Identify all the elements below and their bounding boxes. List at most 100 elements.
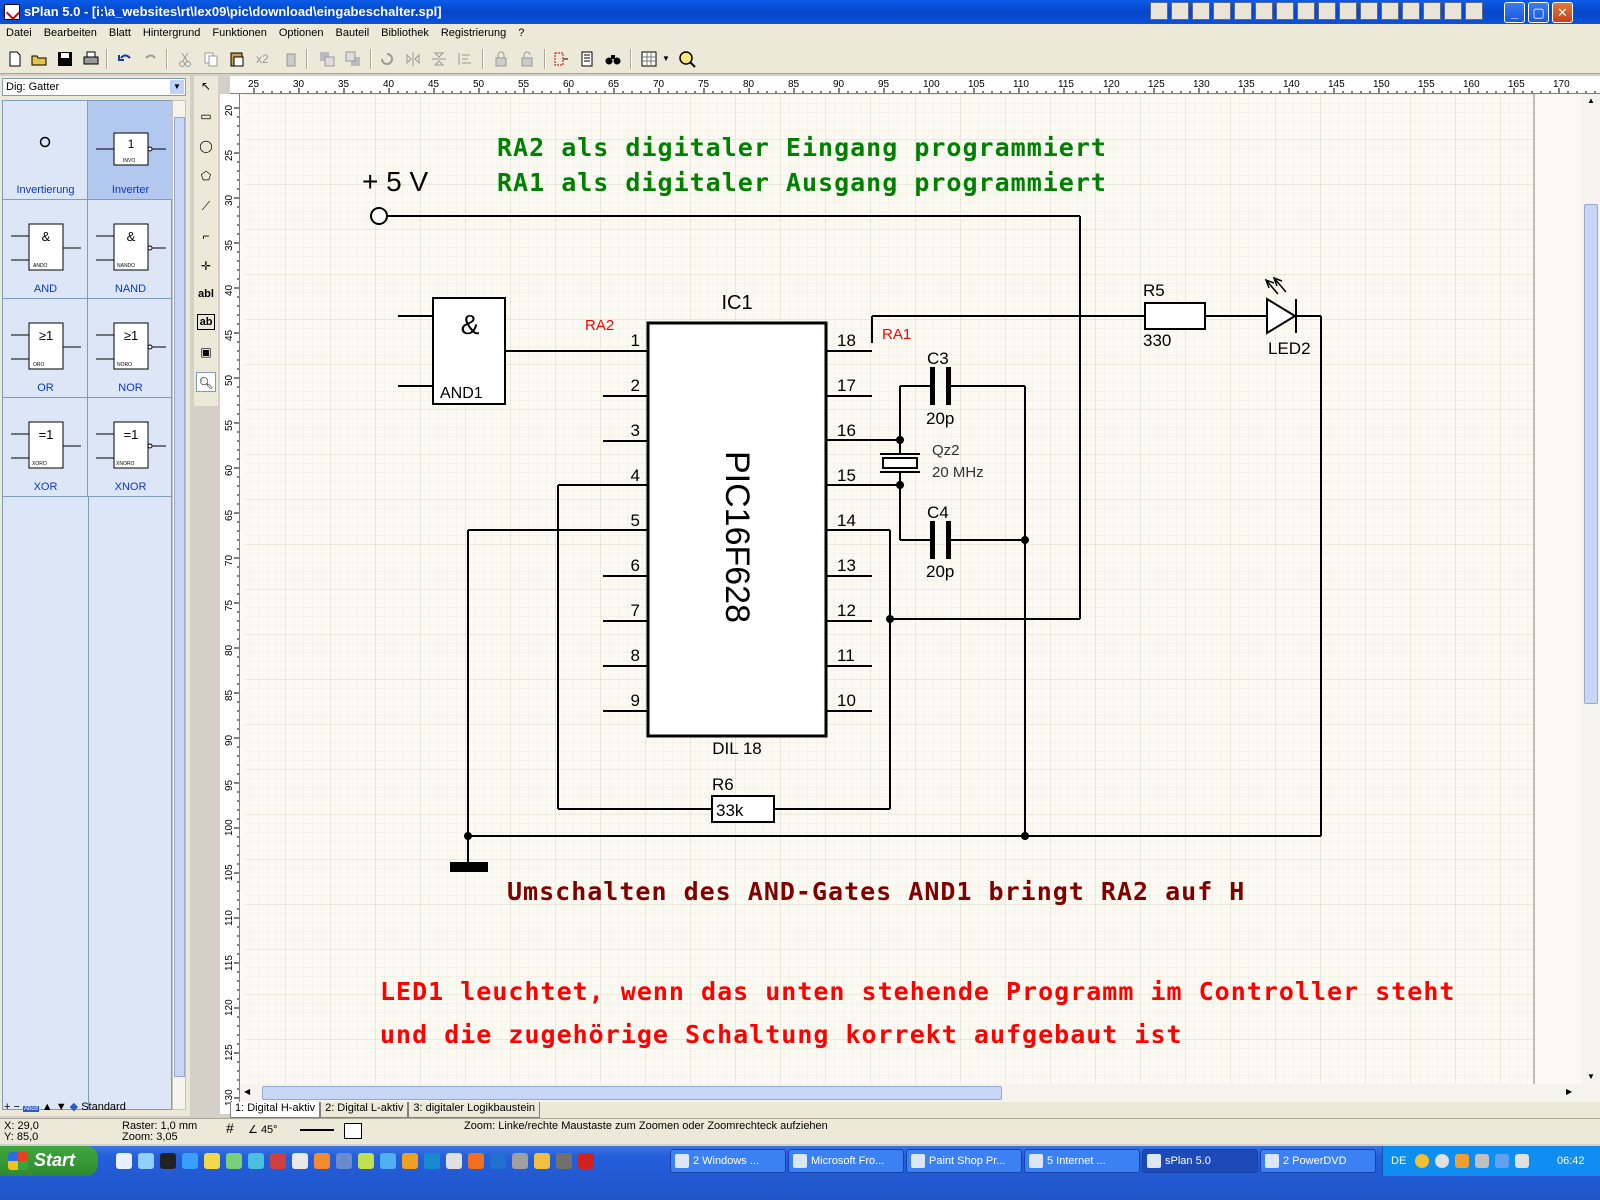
library-item-invertierung[interactable]: Invertierung (3, 101, 88, 200)
wire-tool-icon[interactable]: ⌐ (202, 229, 210, 243)
menu-help[interactable]: ? (518, 27, 525, 39)
cut-icon[interactable] (176, 50, 194, 68)
rotate-icon[interactable] (378, 50, 396, 68)
arrow-down-icon[interactable]: ▼ (55, 1101, 67, 1113)
menu-blatt[interactable]: Blatt (108, 27, 131, 39)
text-tool-icon[interactable]: abl (198, 288, 214, 300)
quicklaunch-icon[interactable] (468, 1153, 484, 1169)
quicklaunch-icon[interactable] (402, 1153, 418, 1169)
library-select[interactable]: Dig: Gatter ▼ (2, 78, 186, 96)
lock-icon[interactable] (492, 50, 510, 68)
scroll-down-icon[interactable]: ▼ (1587, 1072, 1595, 1081)
library-item-xor[interactable]: =1 XORO XOR (3, 398, 88, 497)
mirror-v-icon[interactable] (430, 50, 448, 68)
remove-icon[interactable]: − (13, 1101, 20, 1113)
rectangle-tool-icon[interactable]: ▭ (200, 109, 212, 123)
add-icon[interactable]: + (4, 1101, 11, 1113)
app-shortcut-icon[interactable] (1465, 2, 1483, 20)
task-internet[interactable]: 5 Internet ... (1024, 1149, 1140, 1173)
ground-symbol[interactable] (450, 862, 488, 872)
parts-list-icon[interactable] (552, 50, 570, 68)
duplicate-x2-label[interactable]: x2 (256, 52, 269, 66)
app-shortcut-icon[interactable] (1192, 2, 1210, 20)
fill-style-icon[interactable] (344, 1123, 362, 1139)
app-shortcut-icon[interactable] (1360, 2, 1378, 20)
maximize-button[interactable]: ▢ (1528, 2, 1549, 23)
chevron-down-icon[interactable]: ▼ (170, 80, 184, 94)
delete-icon[interactable] (282, 50, 300, 68)
menu-optionen[interactable]: Optionen (278, 27, 324, 39)
sheet-tab-2[interactable]: 2: Digital L-aktiv (320, 1102, 409, 1118)
canvas-vscroll-thumb[interactable] (1584, 204, 1598, 704)
library-item-or[interactable]: ≥1 ORO OR (3, 299, 88, 398)
app-shortcut-icon[interactable] (1276, 2, 1294, 20)
quicklaunch-icon[interactable] (160, 1153, 176, 1169)
app-shortcut-icon[interactable] (1318, 2, 1336, 20)
quicklaunch-icon[interactable] (446, 1153, 462, 1169)
qz2-crystal[interactable] (882, 457, 918, 469)
quicklaunch-icon[interactable] (138, 1153, 154, 1169)
led2-diode[interactable] (1266, 297, 1297, 335)
splan-app-icon[interactable] (4, 4, 20, 20)
undo-icon[interactable] (116, 50, 134, 68)
select-arrow-icon[interactable]: ↖ (200, 79, 212, 93)
open-folder-icon[interactable] (30, 50, 48, 68)
app-shortcut-icon[interactable] (1423, 2, 1441, 20)
book-icon[interactable] (578, 50, 596, 68)
abcd-icon[interactable]: Abcd (23, 1106, 39, 1112)
and1-gate[interactable] (432, 297, 506, 405)
print-icon[interactable] (82, 50, 100, 68)
quicklaunch-icon[interactable] (578, 1153, 594, 1169)
library-book-icon[interactable]: ◆ (69, 1101, 79, 1113)
quicklaunch-icon[interactable] (182, 1153, 198, 1169)
c3-plate-left[interactable] (930, 367, 935, 405)
bezier-tool-icon[interactable]: ⟋ (201, 199, 211, 213)
library-item-inverter[interactable]: 1 INVO Inverter (88, 101, 173, 200)
grid-dropdown-icon[interactable]: ▼ (662, 54, 670, 63)
quicklaunch-icon[interactable] (358, 1153, 374, 1169)
app-shortcut-icon[interactable] (1234, 2, 1252, 20)
quicklaunch-icon[interactable] (424, 1153, 440, 1169)
copy-icon[interactable] (202, 50, 220, 68)
tray-icon[interactable] (1475, 1154, 1489, 1168)
menu-bauteil[interactable]: Bauteil (335, 27, 370, 39)
library-item-xnor[interactable]: =1 XNORO XNOR (88, 398, 173, 497)
app-shortcut-icon[interactable] (1402, 2, 1420, 20)
clock[interactable]: 06:42 (1557, 1155, 1585, 1167)
quicklaunch-icon[interactable] (336, 1153, 352, 1169)
c4-plate-right[interactable] (946, 521, 951, 559)
minimize-button[interactable]: _ (1504, 2, 1525, 23)
library-scroll-thumb[interactable] (174, 117, 185, 1077)
scroll-left-icon[interactable]: ◀ (244, 1087, 251, 1096)
sheet-tab-3[interactable]: 3: digitaler Logikbaustein (408, 1102, 541, 1118)
quicklaunch-icon[interactable] (292, 1153, 308, 1169)
mirror-h-icon[interactable] (404, 50, 422, 68)
arrow-up-icon[interactable]: ▲ (41, 1101, 53, 1113)
app-shortcut-icon[interactable] (1381, 2, 1399, 20)
menu-bibliothek[interactable]: Bibliothek (381, 27, 429, 39)
grid-toggle-icon[interactable]: # (226, 1120, 234, 1136)
bring-front-icon[interactable] (318, 50, 336, 68)
grid-icon[interactable] (640, 50, 658, 68)
tray-icon[interactable] (1495, 1154, 1509, 1168)
menu-hintergrund[interactable]: Hintergrund (142, 27, 201, 39)
redo-icon[interactable] (142, 50, 160, 68)
ellipse-tool-icon[interactable]: ◯ (199, 139, 213, 153)
send-back-icon[interactable] (344, 50, 362, 68)
close-button[interactable]: ✕ (1552, 2, 1573, 23)
language-indicator[interactable]: DE (1391, 1155, 1407, 1167)
app-shortcut-icon[interactable] (1213, 2, 1231, 20)
c4-plate-left[interactable] (930, 521, 935, 559)
textbox-tool-icon[interactable]: ab (197, 314, 215, 330)
app-shortcut-icon[interactable] (1255, 2, 1273, 20)
task-paintshop[interactable]: Paint Shop Pr... (906, 1149, 1022, 1173)
paste-icon[interactable] (228, 50, 246, 68)
quicklaunch-icon[interactable] (380, 1153, 396, 1169)
library-item-and[interactable]: & ANDO AND (3, 200, 88, 299)
sheet-tab-1[interactable]: 1: Digital H-aktiv (230, 1102, 321, 1118)
library-scrollbar[interactable] (172, 100, 186, 1110)
quicklaunch-icon[interactable] (248, 1153, 264, 1169)
menu-registrierung[interactable]: Registrierung (440, 27, 507, 39)
binoculars-icon[interactable] (604, 50, 622, 68)
image-tool-icon[interactable]: ▣ (200, 345, 212, 359)
